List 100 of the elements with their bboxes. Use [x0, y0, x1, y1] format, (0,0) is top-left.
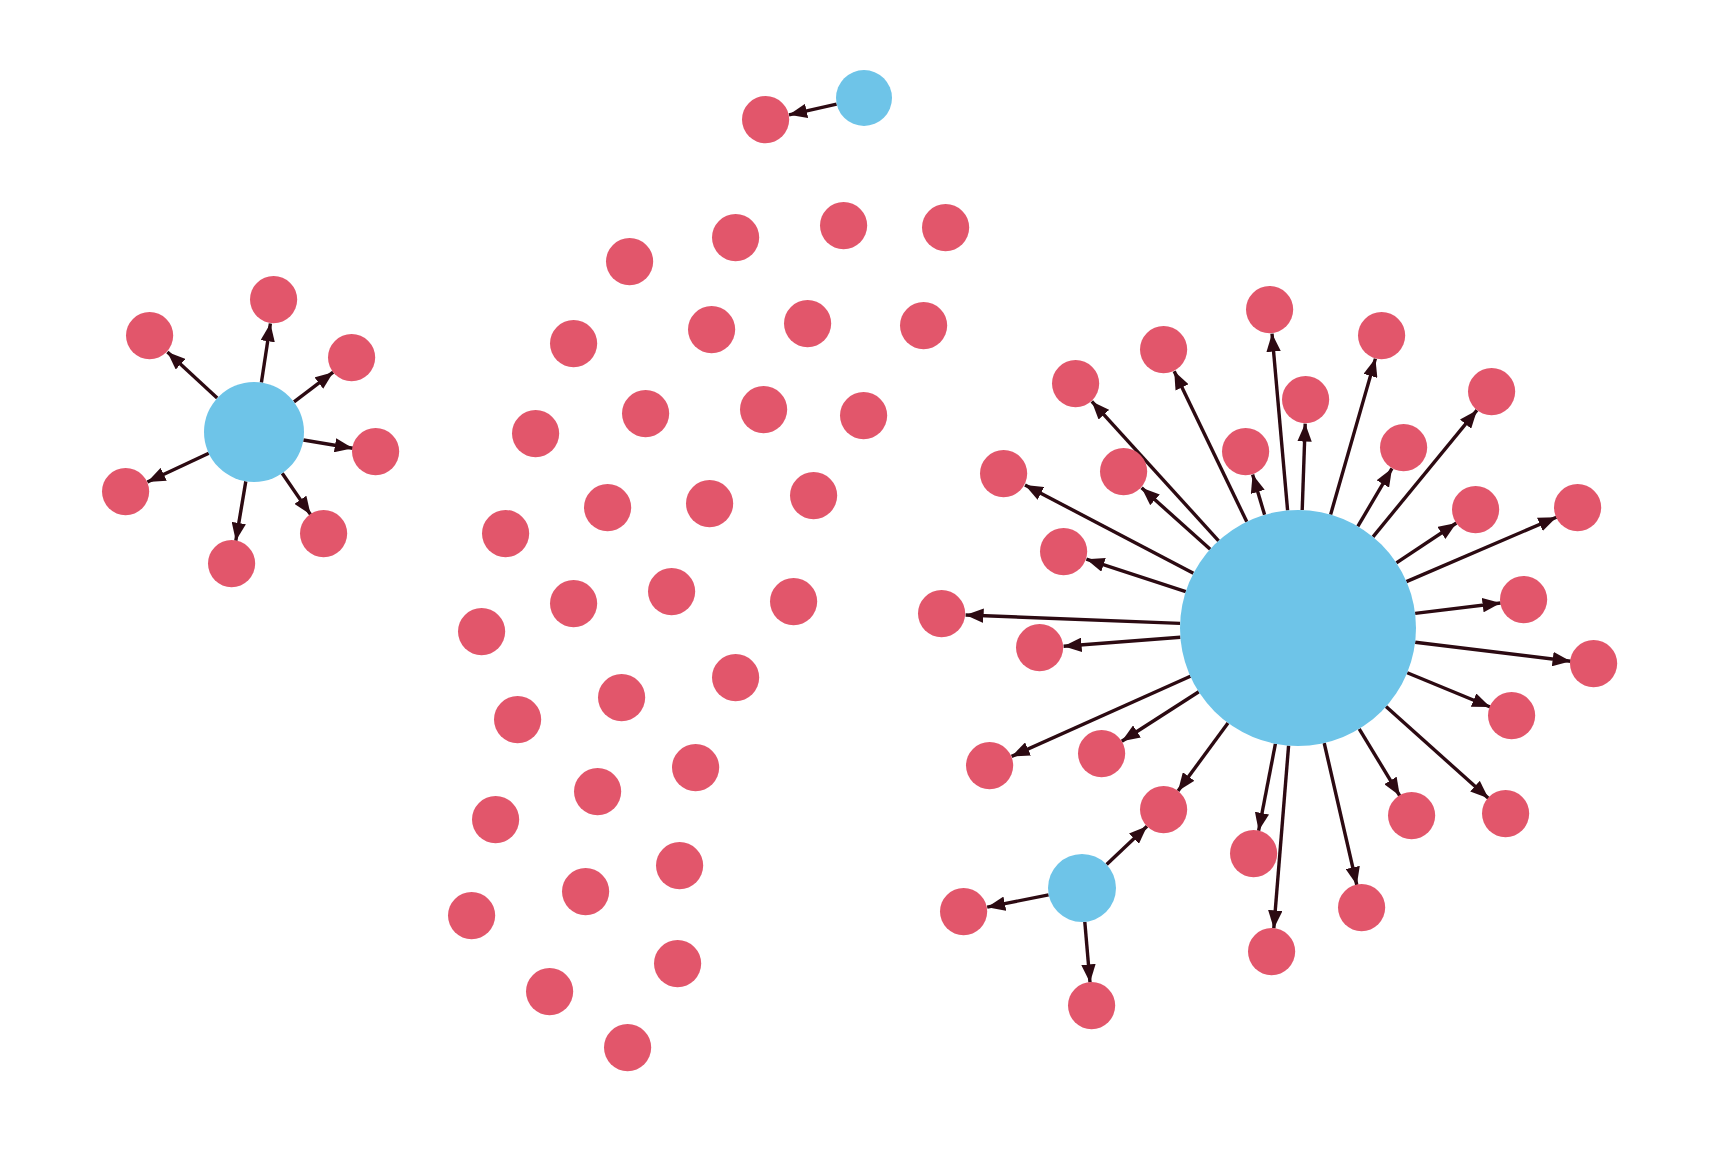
arrow: [1395, 521, 1458, 565]
node-circle: [622, 390, 670, 438]
node-circle: [574, 768, 622, 816]
arrow: [1297, 423, 1312, 511]
arrow: [1063, 635, 1181, 652]
node-circle: [550, 580, 598, 628]
node-circle: [494, 696, 542, 744]
hub-node-circle: [1180, 510, 1416, 746]
node-circle: [1468, 368, 1516, 416]
arrow: [259, 323, 275, 383]
node-circle: [458, 608, 506, 656]
node-circle: [1100, 448, 1148, 496]
node-circle: [584, 484, 632, 532]
node-circle: [1452, 486, 1500, 534]
arrow: [1172, 370, 1249, 523]
node-circle: [1016, 624, 1064, 672]
node-circle: [328, 334, 376, 382]
node-circle: [688, 306, 736, 354]
arrow: [788, 102, 837, 118]
node-circle: [1500, 576, 1548, 624]
arrow: [1105, 824, 1149, 866]
node-circle: [918, 590, 966, 638]
node-circle: [742, 96, 790, 144]
arrow: [1322, 742, 1360, 886]
node-circle: [1570, 640, 1618, 688]
node-circle: [606, 238, 654, 286]
arrow: [1384, 705, 1490, 800]
node-circle: [686, 480, 734, 528]
arrow: [1406, 671, 1491, 709]
arrow: [1024, 483, 1195, 575]
arrow: [1405, 515, 1558, 584]
arrow: [146, 451, 210, 484]
node-circle: [1482, 790, 1530, 838]
node-circle: [740, 386, 788, 434]
hub-node-circle: [204, 382, 304, 482]
node-circle: [672, 744, 720, 792]
node-circle: [1140, 786, 1188, 834]
arrow: [1415, 598, 1501, 616]
node-circle: [1388, 792, 1436, 840]
node-circle: [966, 742, 1014, 790]
node-circle: [712, 214, 760, 262]
node-circle: [126, 312, 174, 360]
node-circle: [712, 654, 760, 702]
node-circle: [770, 578, 818, 626]
arrow: [1415, 640, 1571, 667]
node-circle: [790, 472, 838, 520]
node-circle: [1248, 928, 1296, 976]
arrow: [1176, 722, 1230, 792]
arrow: [1268, 745, 1291, 929]
node-circle: [1358, 312, 1406, 360]
node-circle: [300, 510, 348, 558]
node-circle: [648, 568, 696, 616]
node-circle: [654, 940, 702, 988]
arrow: [1328, 358, 1378, 516]
node-circle: [208, 540, 256, 588]
arrow: [280, 472, 312, 516]
node-circle: [1040, 528, 1088, 576]
arrow: [166, 350, 219, 400]
arrow: [1120, 690, 1200, 743]
node-circle: [598, 674, 646, 722]
node-circle: [562, 868, 610, 916]
node-circle: [784, 300, 832, 348]
node-circle: [1230, 830, 1278, 878]
arrow: [303, 438, 354, 453]
node-circle: [840, 392, 888, 440]
node-circle: [1140, 326, 1188, 374]
node-circle: [1068, 982, 1116, 1030]
node-circle: [604, 1024, 652, 1072]
node-circle: [526, 968, 574, 1016]
arrow: [231, 481, 248, 542]
node-circle: [550, 320, 598, 368]
arrow: [1081, 921, 1096, 983]
node-circle: [940, 888, 988, 936]
node-circle: [1246, 286, 1294, 334]
arrow: [292, 370, 335, 404]
arrow: [986, 893, 1049, 911]
node-circle: [472, 796, 520, 844]
node-circle: [1052, 360, 1100, 408]
arrow: [1356, 467, 1394, 528]
node-circle: [980, 450, 1028, 498]
hub-node-circle: [836, 70, 892, 126]
node-circle: [900, 302, 948, 350]
node-circle: [656, 842, 704, 890]
arrow: [1090, 400, 1220, 542]
node-circle: [1282, 376, 1330, 424]
node-circle: [482, 510, 530, 558]
node-circle: [1338, 884, 1386, 932]
hub-node-circle: [1048, 854, 1116, 922]
node-circle: [1380, 424, 1428, 472]
node-circle: [250, 276, 298, 324]
arrow: [1010, 674, 1192, 758]
arrow: [1250, 474, 1267, 516]
node-circle: [512, 410, 560, 458]
node-circle: [448, 892, 496, 940]
arrow: [1266, 333, 1290, 511]
arrow: [1254, 743, 1278, 832]
arrow: [1371, 409, 1479, 538]
node-circle: [1554, 484, 1602, 532]
arrow: [965, 608, 1181, 626]
arrow: [1357, 727, 1402, 797]
